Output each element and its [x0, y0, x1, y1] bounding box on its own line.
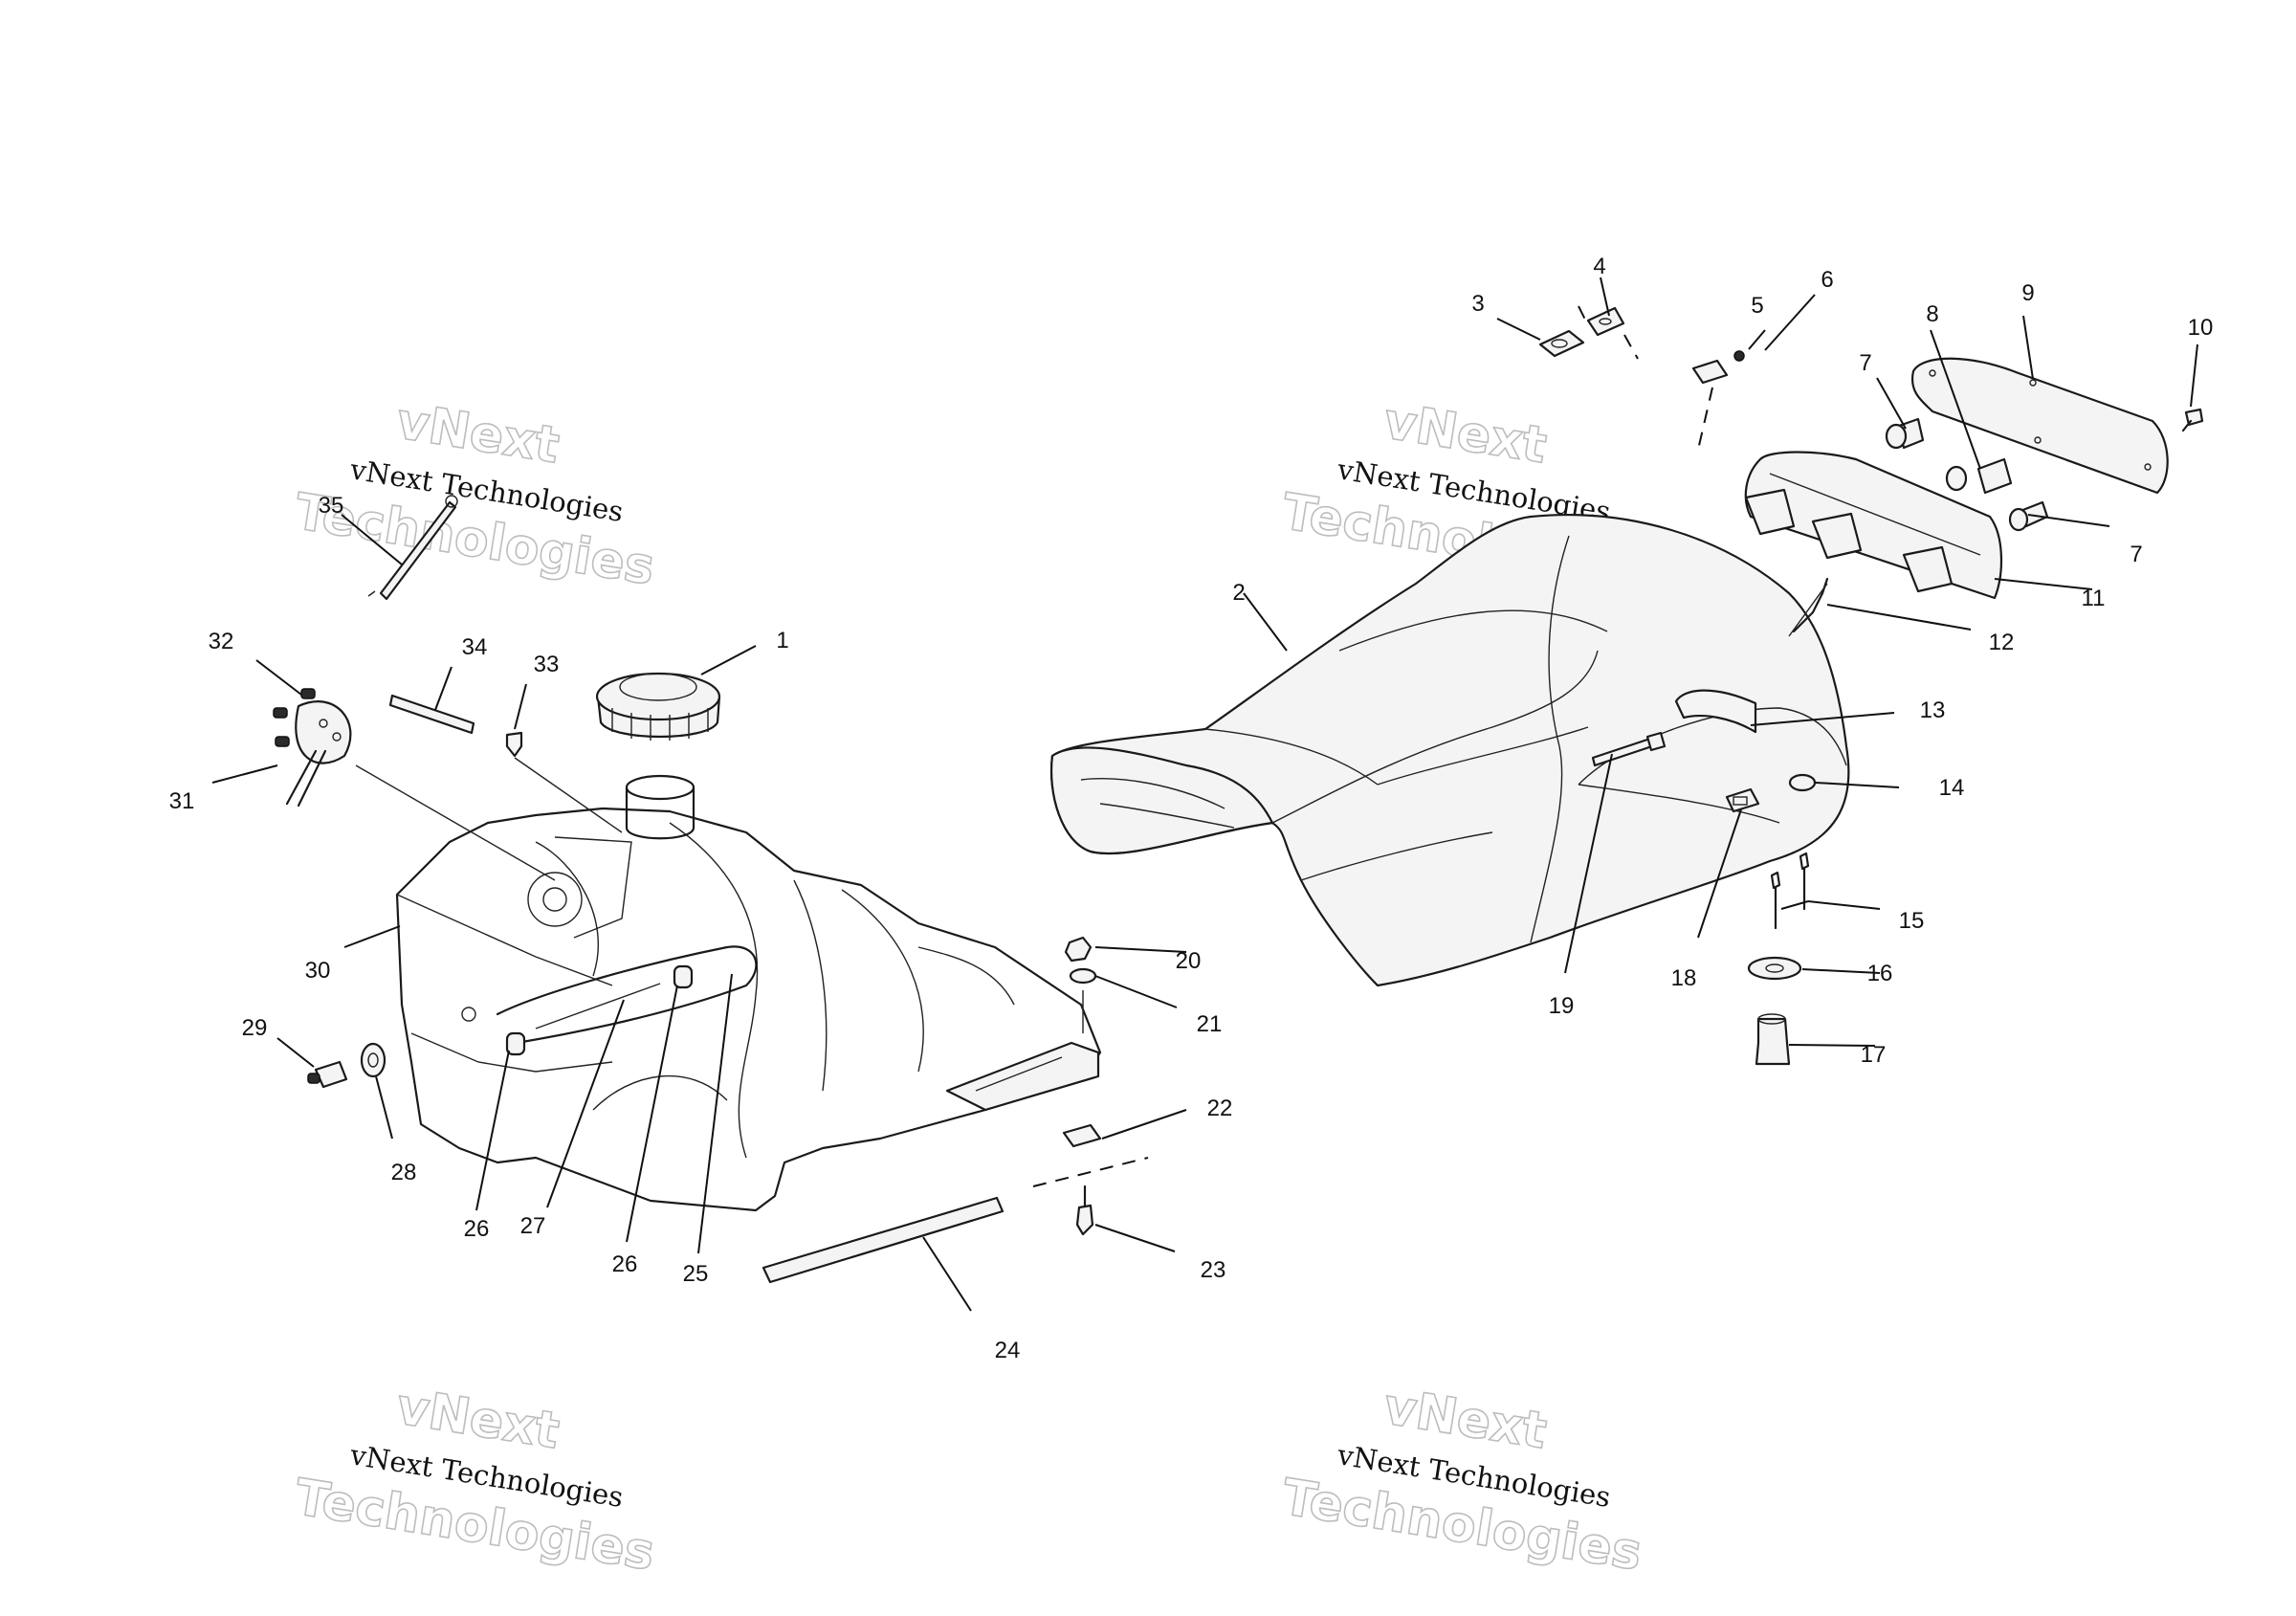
callout-28: 28	[391, 1160, 417, 1185]
watermark-bottom-right: vNext Technologies vNext Technologies	[1277, 1378, 1646, 1583]
callout-12: 12	[1989, 630, 2015, 655]
callout-14: 14	[1939, 775, 1965, 801]
callout-24: 24	[995, 1338, 1021, 1363]
fuel-cap	[595, 672, 721, 741]
callout-17: 17	[1861, 1042, 1887, 1068]
callout-19: 19	[1549, 993, 1575, 1019]
callout-35: 35	[319, 493, 344, 519]
callout-26-left: 26	[464, 1216, 490, 1242]
callout-30: 30	[305, 958, 331, 984]
tail-light	[1744, 357, 2204, 637]
callout-20: 20	[1176, 948, 1202, 974]
watermark-top-left: vNext Technologies vNext Technologies	[290, 392, 659, 598]
callout-26-right: 26	[612, 1251, 638, 1277]
fuel-tank	[395, 774, 1102, 1212]
drain-plug	[307, 1042, 386, 1089]
callout-21: 21	[1197, 1011, 1223, 1037]
tank-hardware	[762, 936, 1102, 1284]
callout-15: 15	[1899, 908, 1925, 934]
vent-fitting	[505, 731, 623, 833]
callout-7-lower: 7	[2130, 542, 2142, 567]
rod-35	[367, 495, 458, 601]
callout-2: 2	[1232, 580, 1245, 606]
callout-11: 11	[2082, 586, 2106, 611]
callout-32: 32	[209, 629, 234, 654]
callout-18: 18	[1671, 965, 1697, 991]
callout-33: 33	[534, 652, 560, 677]
callout-5: 5	[1751, 293, 1763, 319]
callout-22: 22	[1207, 1096, 1233, 1121]
fuel-sender	[273, 688, 556, 881]
callout-7-upper: 7	[1859, 350, 1871, 376]
callout-34: 34	[462, 634, 488, 660]
callout-31: 31	[169, 788, 195, 814]
callout-1: 1	[776, 628, 788, 653]
callout-10: 10	[2188, 315, 2214, 341]
callout-6: 6	[1821, 267, 1833, 293]
callout-27: 27	[520, 1213, 546, 1239]
watermark-bottom-left: vNext Technologies vNext Technologies	[290, 1378, 659, 1583]
callout-23: 23	[1201, 1257, 1226, 1283]
rod-34	[388, 694, 475, 735]
callout-8: 8	[1926, 301, 1938, 327]
seat	[1050, 514, 1850, 987]
callout-25: 25	[683, 1261, 709, 1287]
callout-13: 13	[1920, 697, 1946, 723]
callout-4: 4	[1593, 254, 1605, 279]
callout-9: 9	[2021, 280, 2034, 306]
callout-29: 29	[242, 1015, 268, 1041]
callout-labels: 1 2 3 4 5 6 7 7 8 9 10 11 12 13 14 15 16…	[169, 254, 2214, 1363]
seat-hardware	[1538, 305, 1817, 1066]
callout-16: 16	[1867, 961, 1893, 986]
callout-3: 3	[1471, 291, 1484, 317]
leader-lines	[211, 277, 2198, 1312]
